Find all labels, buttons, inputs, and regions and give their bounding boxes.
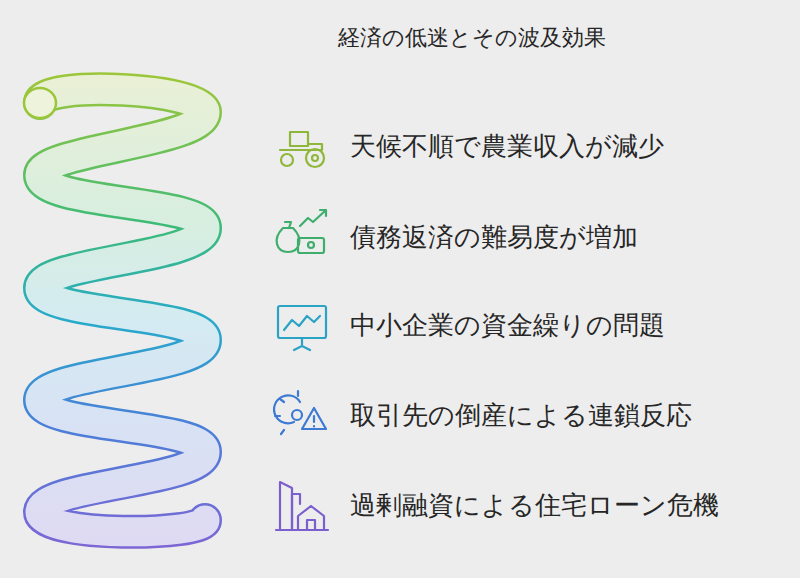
money-growth-icon bbox=[277, 210, 326, 253]
effect-label: 過剰融資による住宅ローン危機 bbox=[350, 488, 719, 523]
effect-label: 中小企業の資金繰りの問題 bbox=[350, 308, 665, 343]
gear-warning-icon bbox=[274, 391, 326, 434]
effect-label: 債務返済の難易度が増加 bbox=[350, 220, 638, 255]
effect-label: 天候不順で農業収入が減少 bbox=[350, 129, 664, 164]
diagram-title: 経済の低迷とその波及効果 bbox=[338, 23, 606, 53]
effect-label: 取引先の倒産による連鎖反応 bbox=[350, 398, 692, 433]
tractor-icon bbox=[280, 132, 324, 167]
buildings-house-icon bbox=[276, 482, 328, 530]
chart-board-icon bbox=[278, 306, 326, 350]
